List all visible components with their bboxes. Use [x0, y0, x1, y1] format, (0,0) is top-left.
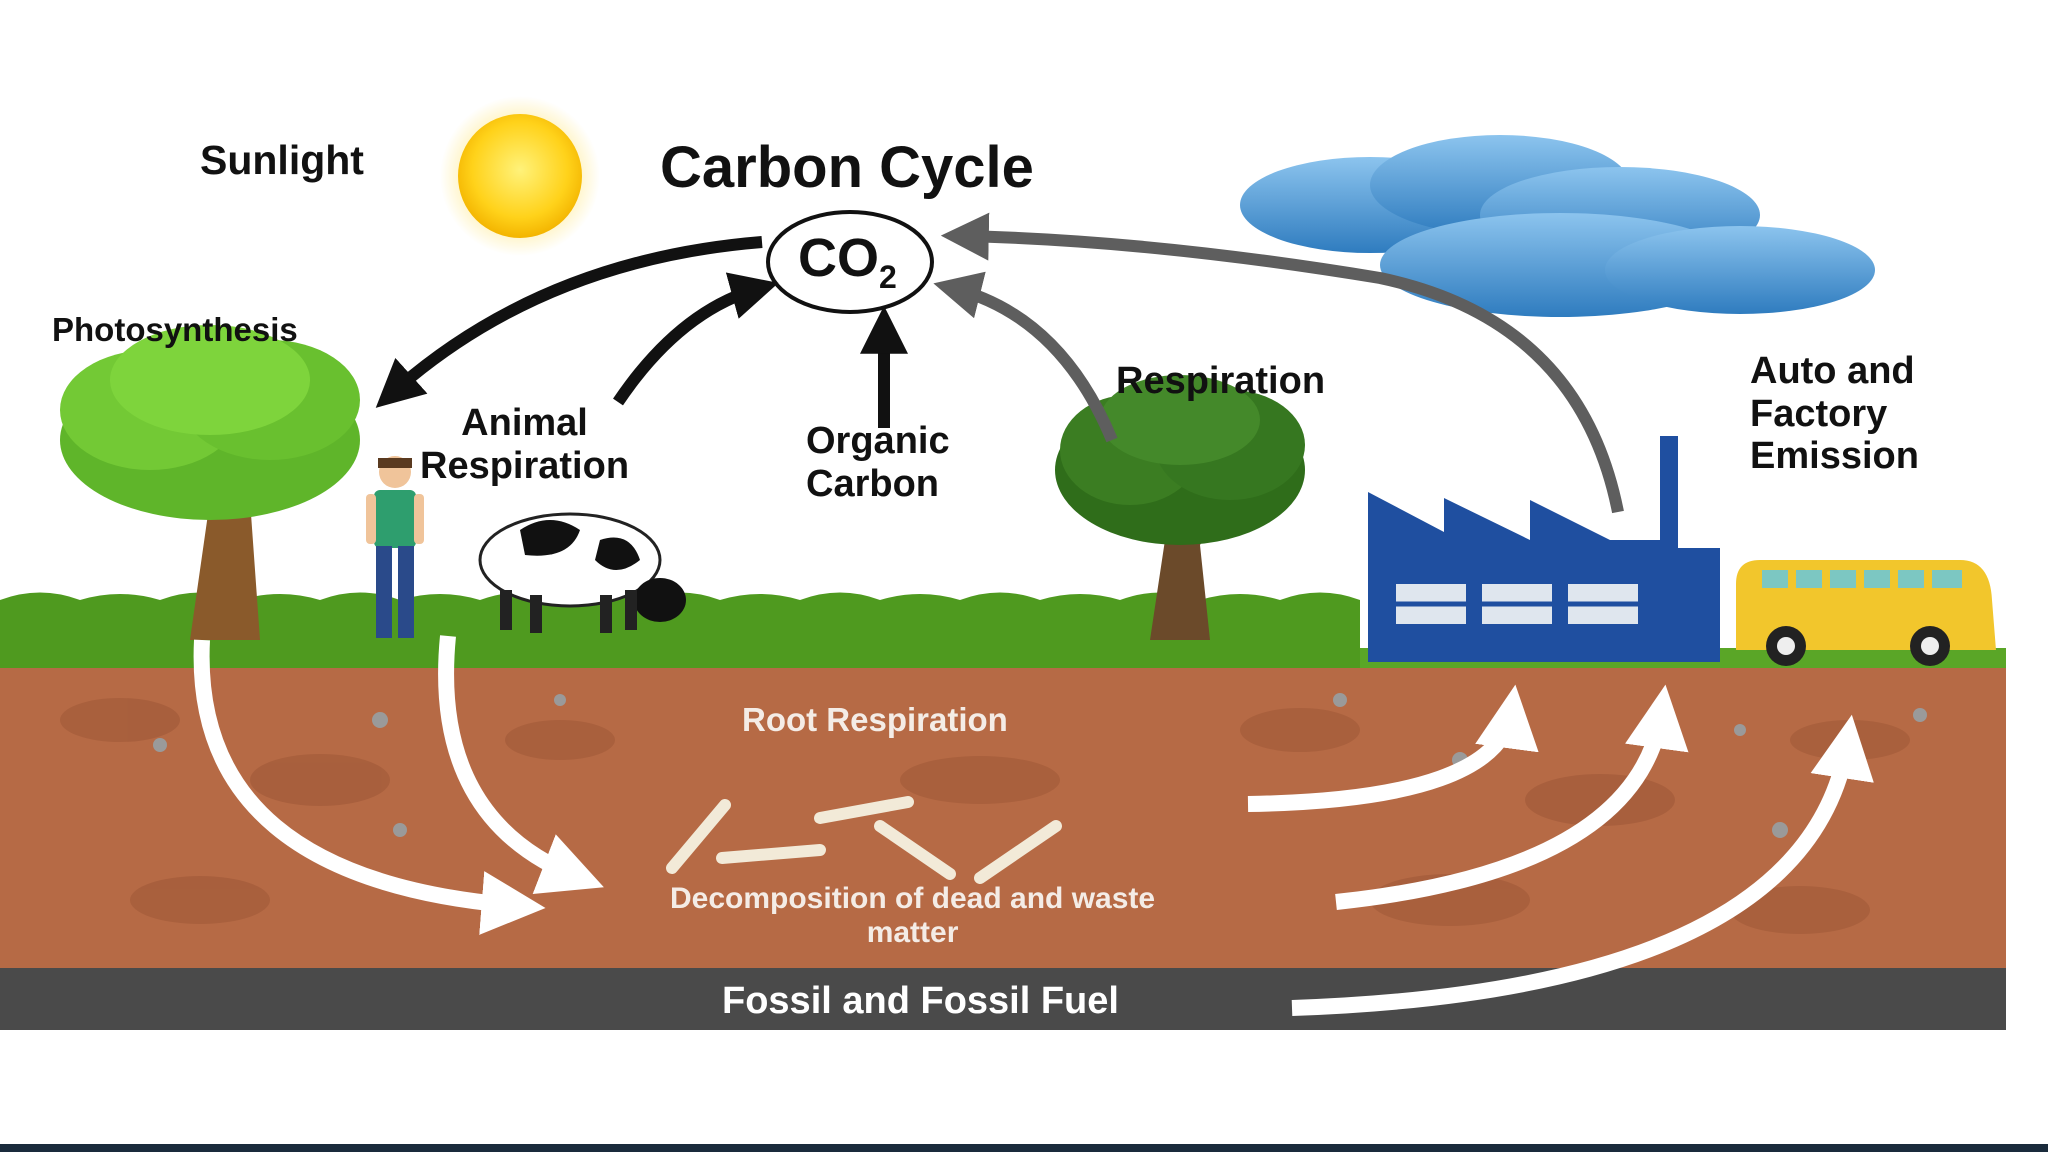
person-icon — [366, 456, 424, 638]
arrow-root-respiration-to-factory — [1247, 684, 1539, 812]
co2-subscript: 2 — [879, 258, 897, 295]
arrow-person-to-decomposition — [438, 635, 604, 894]
arrow-co2-to-photosynthesis — [375, 236, 763, 408]
arrow-animal-respiration-to-co2 — [613, 272, 779, 406]
sun-icon — [458, 114, 582, 238]
arrow-emission-to-co2 — [940, 212, 1624, 514]
respiration-tree-icon — [1055, 375, 1305, 640]
decomposition-line-2: matter — [866, 915, 959, 949]
bus-icon — [1736, 560, 1996, 666]
arrow-fossil-fuel-to-bus — [1291, 714, 1874, 1016]
sunlight-label: Sunlight — [200, 137, 364, 183]
auto-factory-line-3: Emission — [1750, 435, 1919, 478]
bones-icon — [666, 796, 1062, 884]
photosynthesis-label: Photosynthesis — [52, 311, 298, 348]
organic-carbon-line-2: Carbon — [806, 462, 939, 505]
arrow-photosynthesis-to-decomposition — [193, 639, 546, 935]
photosynthesis-tree-icon — [60, 325, 360, 640]
diagram-title: Carbon Cycle — [660, 135, 1034, 200]
auto-factory-line-2: Factory — [1750, 392, 1888, 435]
factory-icon — [1368, 436, 1720, 662]
co2-main: CO — [798, 228, 879, 288]
animal-respiration-label: Animal Respiration — [420, 402, 629, 487]
bottom-bar — [0, 1144, 2048, 1152]
organic-carbon-line-1: Organic — [806, 420, 950, 462]
fossil-fuel-label: Fossil and Fossil Fuel — [722, 980, 1119, 1022]
auto-factory-line-1: Auto and — [1750, 350, 1915, 392]
fossil-fuel-band — [0, 968, 2006, 1030]
animal-respiration-line-2: Respiration — [420, 444, 630, 487]
co2-circle — [766, 210, 934, 314]
arrow-respiration-to-co2 — [933, 271, 1118, 443]
grass-strip — [0, 592, 1360, 668]
cloud-icon — [1240, 135, 1875, 317]
respiration-label: Respiration — [1116, 360, 1326, 402]
animal-respiration-line-1: Animal — [461, 402, 588, 444]
root-respiration-label: Root Respiration — [742, 701, 1008, 738]
soil-pebbles — [153, 693, 1927, 838]
cow-icon — [478, 512, 686, 633]
co2-label: CO2 — [798, 228, 897, 296]
organic-carbon-label: Organic Carbon — [806, 420, 950, 505]
decomposition-line-1: Decomposition of dead and waste — [670, 882, 1156, 915]
arrow-decomposition-to-factory — [1335, 684, 1689, 910]
decomposition-label: Decomposition of dead and waste matter — [670, 882, 1155, 949]
auto-factory-emission-label: Auto and Factory Emission — [1750, 350, 1919, 478]
